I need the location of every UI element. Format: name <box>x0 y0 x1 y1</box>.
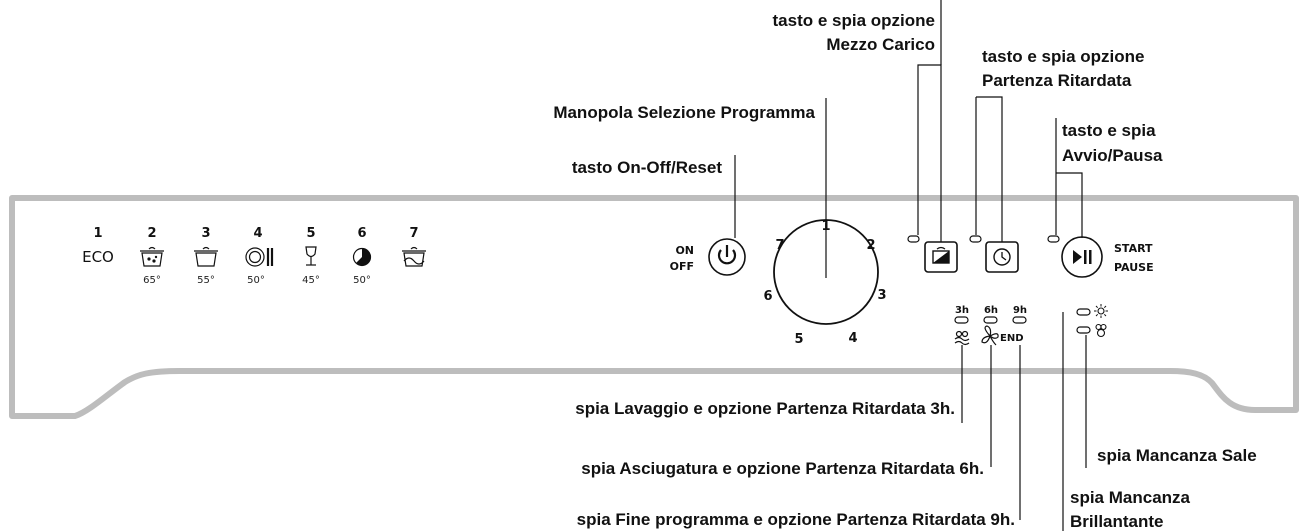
callout-program-knob: Manopola Selezione Programma <box>553 103 815 122</box>
wash-3h-led <box>954 316 969 324</box>
callout-start-pause-line1: tasto e spia <box>1062 121 1156 140</box>
callout-end-9h: spia Fine programma e opzione Partenza R… <box>577 510 1015 529</box>
sun-icon <box>1094 304 1108 318</box>
program-number: 2 <box>147 226 156 241</box>
pot-intensive-icon <box>140 246 164 267</box>
fan-icon <box>981 325 999 346</box>
play-pause-icon <box>1073 250 1092 264</box>
eco-label: ECO <box>82 248 114 266</box>
program-2: 2 65° <box>140 226 164 286</box>
on-off-button[interactable] <box>708 238 746 276</box>
program-1: 1 ECO <box>82 226 114 266</box>
callout-delayed-start-line1: tasto e spia opzione <box>982 47 1144 66</box>
callout-rinse-aid-line1: spia Mancanza <box>1070 488 1191 507</box>
rinse-aid-led <box>1076 308 1091 316</box>
start-pause-led <box>1047 235 1060 243</box>
half-clock-icon <box>352 247 372 267</box>
delayed-start-button[interactable] <box>985 241 1019 273</box>
program-number: 1 <box>93 226 102 241</box>
wash-icon <box>954 330 970 346</box>
dial-number-6: 6 <box>763 289 772 304</box>
program-temp: 55° <box>197 275 215 286</box>
callout-on-off: tasto On-Off/Reset <box>572 158 723 177</box>
program-6: 6 50° <box>352 226 372 286</box>
start-label: START <box>1114 242 1153 255</box>
callout-delayed-start-line2: Partenza Ritardata <box>982 71 1132 90</box>
callout-rinse-aid-line2: Brillantante <box>1070 512 1164 531</box>
end-label: END <box>1000 333 1024 344</box>
panel-outline <box>9 195 1299 419</box>
pause-label: PAUSE <box>1114 261 1154 274</box>
plate-cutlery-icon <box>245 247 274 267</box>
callout-salt: spia Mancanza Sale <box>1097 446 1257 465</box>
program-3: 3 55° <box>194 226 218 286</box>
half-load-led <box>907 235 920 243</box>
delayed-start-led <box>969 235 982 243</box>
delay-6h-label: 6h <box>984 305 998 316</box>
program-temp: 65° <box>143 275 161 286</box>
salt-led <box>1076 326 1091 334</box>
program-4: 4 50° <box>245 226 274 286</box>
program-temp: 50° <box>353 275 371 286</box>
program-number: 4 <box>253 226 262 241</box>
program-number: 6 <box>357 226 366 241</box>
dial-number-4: 4 <box>848 331 857 346</box>
dry-6h-led <box>983 316 998 324</box>
half-load-icon <box>932 246 950 264</box>
program-number: 7 <box>409 226 418 241</box>
on-label: ON <box>675 244 694 257</box>
salt-icon <box>1095 323 1107 338</box>
pot-soak-icon <box>402 246 426 267</box>
dial-number-7: 7 <box>775 238 784 253</box>
callout-start-pause-line2: Avvio/Pausa <box>1062 146 1163 165</box>
leader-lines <box>734 0 1087 531</box>
delay-3h-label: 3h <box>955 305 969 316</box>
power-icon <box>717 245 737 265</box>
program-5: 5 45° <box>302 226 320 286</box>
callout-dry-6h: spia Asciugatura e opzione Partenza Rita… <box>581 459 984 478</box>
program-7: 7 <box>402 226 426 267</box>
callout-wash-3h: spia Lavaggio e opzione Partenza Ritarda… <box>575 399 955 418</box>
wine-glass-icon <box>305 246 317 266</box>
program-temp: 50° <box>247 275 265 286</box>
program-number: 3 <box>201 226 210 241</box>
pot-normal-icon <box>194 246 218 267</box>
dial-number-5: 5 <box>794 332 803 347</box>
dial-number-2: 2 <box>866 238 875 253</box>
callout-half-load-line1: tasto e spia opzione <box>773 11 935 30</box>
delay-9h-label: 9h <box>1013 305 1027 316</box>
end-9h-led <box>1012 316 1027 324</box>
off-label: OFF <box>670 260 694 273</box>
callout-half-load-line2: Mezzo Carico <box>826 35 935 54</box>
half-load-button[interactable] <box>924 241 958 273</box>
program-temp: 45° <box>302 275 320 286</box>
dial-number-3: 3 <box>877 288 886 303</box>
program-number: 5 <box>306 226 315 241</box>
start-pause-button[interactable] <box>1061 236 1103 278</box>
clock-icon <box>993 248 1011 266</box>
